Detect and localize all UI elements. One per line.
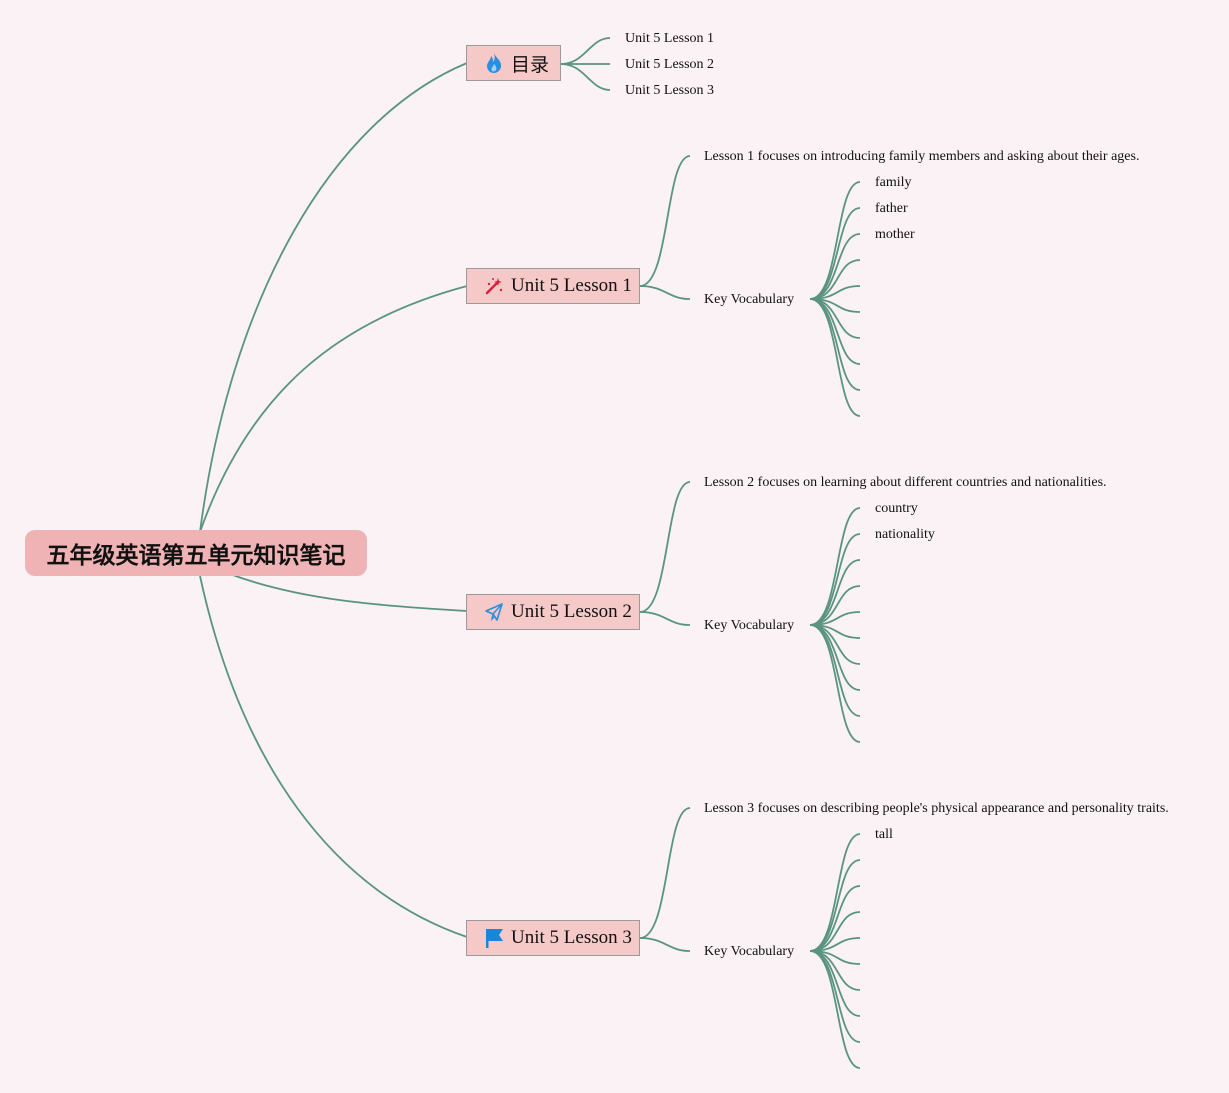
branch-lesson-3[interactable]: Unit 5 Lesson 3: [466, 920, 640, 956]
root-title: 五年级英语第五单元知识笔记: [46, 543, 346, 569]
key-vocabulary-node[interactable]: Key Vocabulary: [704, 292, 795, 307]
vocab-item[interactable]: tall: [875, 827, 893, 842]
fire-icon: [483, 52, 505, 74]
branch-toc-label: 目录: [511, 53, 550, 76]
branch-lesson-1-label: Unit 5 Lesson 1: [511, 275, 632, 296]
branch-lesson-2[interactable]: Unit 5 Lesson 2: [466, 594, 640, 630]
key-vocabulary-node[interactable]: Key Vocabulary: [704, 618, 795, 633]
vocab-item[interactable]: family: [875, 175, 912, 190]
key-vocabulary-node[interactable]: Key Vocabulary: [704, 944, 795, 959]
toc-item[interactable]: Unit 5 Lesson 2: [625, 57, 715, 72]
branch-lesson-3-label: Unit 5 Lesson 3: [511, 927, 632, 948]
branch-lesson-1[interactable]: Unit 5 Lesson 1: [466, 268, 640, 304]
flag-icon: [483, 927, 505, 949]
vocab-item[interactable]: mother: [875, 227, 915, 242]
root-topic[interactable]: 五年级英语第五单元知识笔记: [25, 530, 367, 576]
branch-lesson-2-label: Unit 5 Lesson 2: [511, 601, 632, 622]
branch-toc[interactable]: 目录: [466, 45, 561, 81]
magic-wand-icon: [483, 275, 505, 297]
toc-item[interactable]: Unit 5 Lesson 1: [625, 31, 715, 46]
vocab-item[interactable]: country: [875, 501, 918, 516]
vocab-item[interactable]: father: [875, 201, 908, 216]
lesson-summary[interactable]: Lesson 3 focuses on describing people's …: [704, 801, 1169, 816]
vocab-item[interactable]: nationality: [875, 527, 935, 542]
paper-plane-icon: [483, 601, 505, 623]
lesson-summary[interactable]: Lesson 2 focuses on learning about diffe…: [704, 475, 1107, 490]
lesson-summary[interactable]: Lesson 1 focuses on introducing family m…: [704, 149, 1140, 164]
toc-item[interactable]: Unit 5 Lesson 3: [625, 83, 715, 98]
